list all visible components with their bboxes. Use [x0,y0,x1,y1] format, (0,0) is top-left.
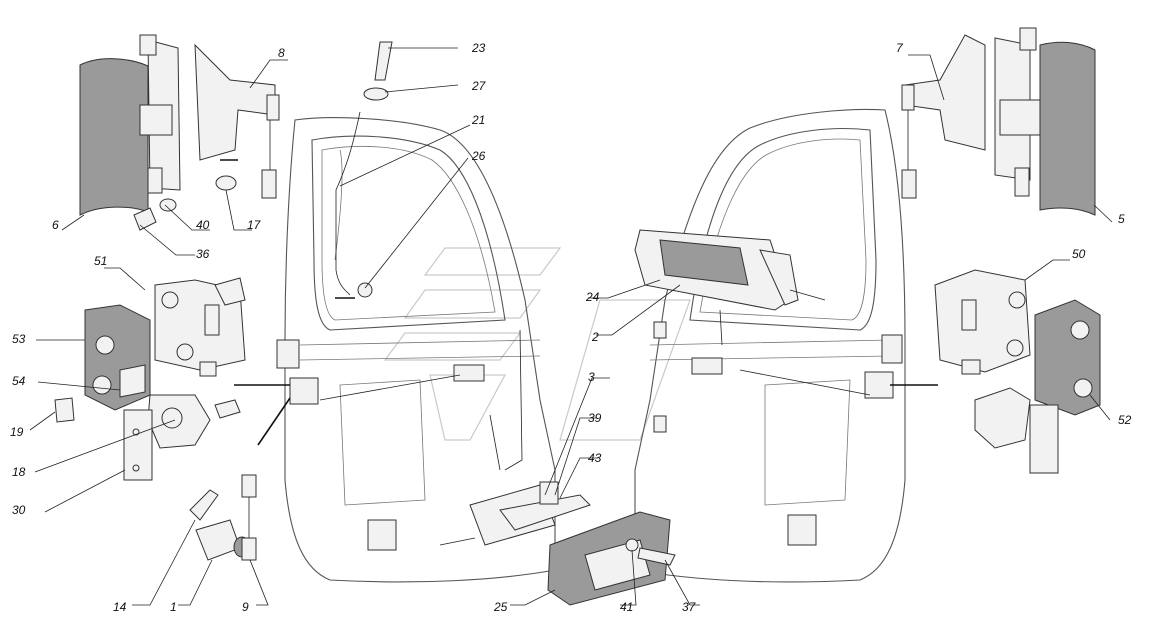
callout-7: 7 [896,41,904,55]
callout-37: 37 [682,600,697,614]
lock-50 [934,269,1031,375]
callout-52: 52 [1118,413,1132,427]
callout-5: 5 [1118,212,1125,226]
callout-30: 30 [12,503,26,517]
callout-21: 21 [471,113,485,127]
bracket-8 [194,43,280,199]
callout-41: 41 [620,600,633,614]
lock-51 [154,277,246,377]
callout-17: 17 [247,218,262,232]
lock-53 [84,304,151,411]
callout-3: 3 [588,370,595,384]
hinge-5 [994,27,1096,216]
handle-25 [547,511,676,606]
callout-54: 54 [12,374,26,388]
callout-25: 25 [493,600,508,614]
lock-cylinder-1 [189,489,251,561]
hinge-6 [79,34,181,231]
callout-36: 36 [196,247,210,261]
callout-labels: 23 27 21 26 8 6 40 17 36 7 5 50 51 53 54… [10,41,1132,614]
lock-rod-21 [335,41,393,298]
handle-3 [439,481,591,546]
callout-51: 51 [94,254,107,268]
callout-2: 2 [591,330,599,344]
handle-24 [634,229,826,311]
callout-53: 53 [12,332,26,346]
callout-14: 14 [113,600,127,614]
plate-30 [123,409,153,481]
lock-52 [974,299,1101,474]
callout-18: 18 [12,465,26,479]
right-door-panel [634,108,906,583]
callout-19: 19 [10,425,24,439]
callout-40: 40 [196,218,210,232]
callout-1: 1 [170,600,177,614]
callout-8: 8 [278,46,285,60]
callout-39: 39 [588,411,602,425]
callout-6: 6 [52,218,59,232]
callout-43: 43 [588,451,602,465]
left-door-panel [276,117,556,583]
callout-27: 27 [471,79,487,93]
callout-23: 23 [471,41,486,55]
callout-26: 26 [471,149,486,163]
callout-24: 24 [585,290,600,304]
group-bar-left-2 [257,397,291,446]
leader-lines [29,47,1113,606]
callout-50: 50 [1072,247,1086,261]
insert-9 [241,474,257,561]
bracket-7 [901,34,986,199]
callout-9: 9 [242,600,249,614]
